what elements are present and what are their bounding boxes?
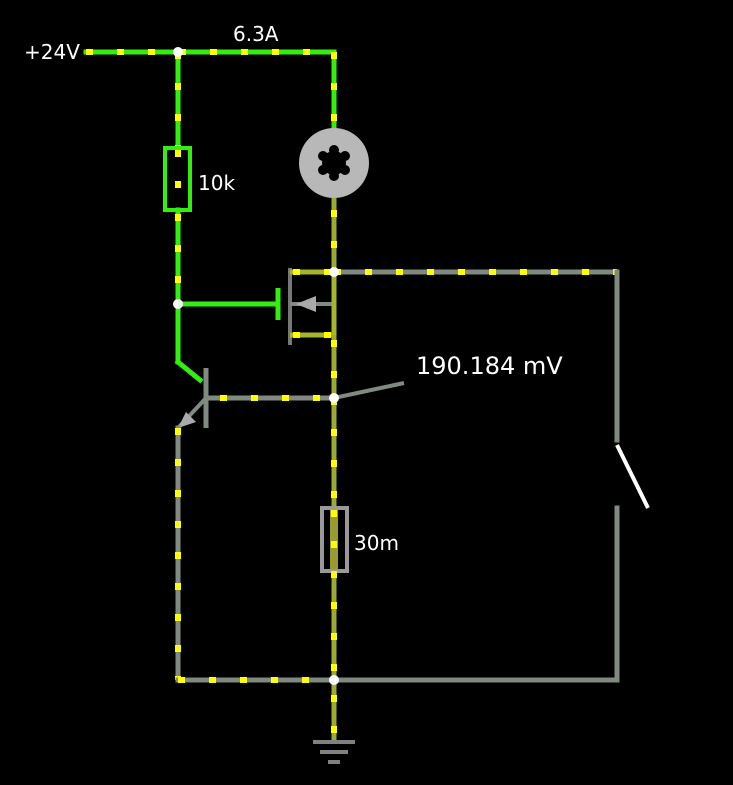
mosfet[interactable] [275, 268, 337, 345]
resistor-30m[interactable] [320, 506, 349, 573]
switch[interactable] [615, 444, 650, 509]
motor-rotor-icon [318, 145, 350, 181]
node-sense [329, 393, 339, 403]
wire-emitter-to-ground[interactable] [175, 425, 337, 683]
resistor-30m-label: 30m [354, 531, 399, 555]
ground-icon [313, 740, 355, 764]
node-rail [173, 47, 183, 57]
supply-voltage-label: +24V [24, 40, 80, 64]
node-ground [329, 675, 339, 685]
node-gate [173, 299, 183, 309]
resistor-10k[interactable] [163, 146, 192, 212]
resistor-10k-label: 10k [198, 171, 235, 195]
wire-resistor-to-gate-node[interactable] [174, 207, 204, 384]
current-label: 6.3A [233, 22, 279, 46]
node-drain [329, 267, 339, 277]
voltage-probe[interactable] [333, 381, 405, 400]
wire-switch-to-ground[interactable] [331, 505, 620, 683]
wire-drain-to-switch[interactable] [331, 269, 620, 443]
motor[interactable] [299, 128, 369, 198]
bjt-transistor[interactable] [176, 368, 209, 430]
probe-voltage-label: 190.184 mV [416, 352, 563, 380]
